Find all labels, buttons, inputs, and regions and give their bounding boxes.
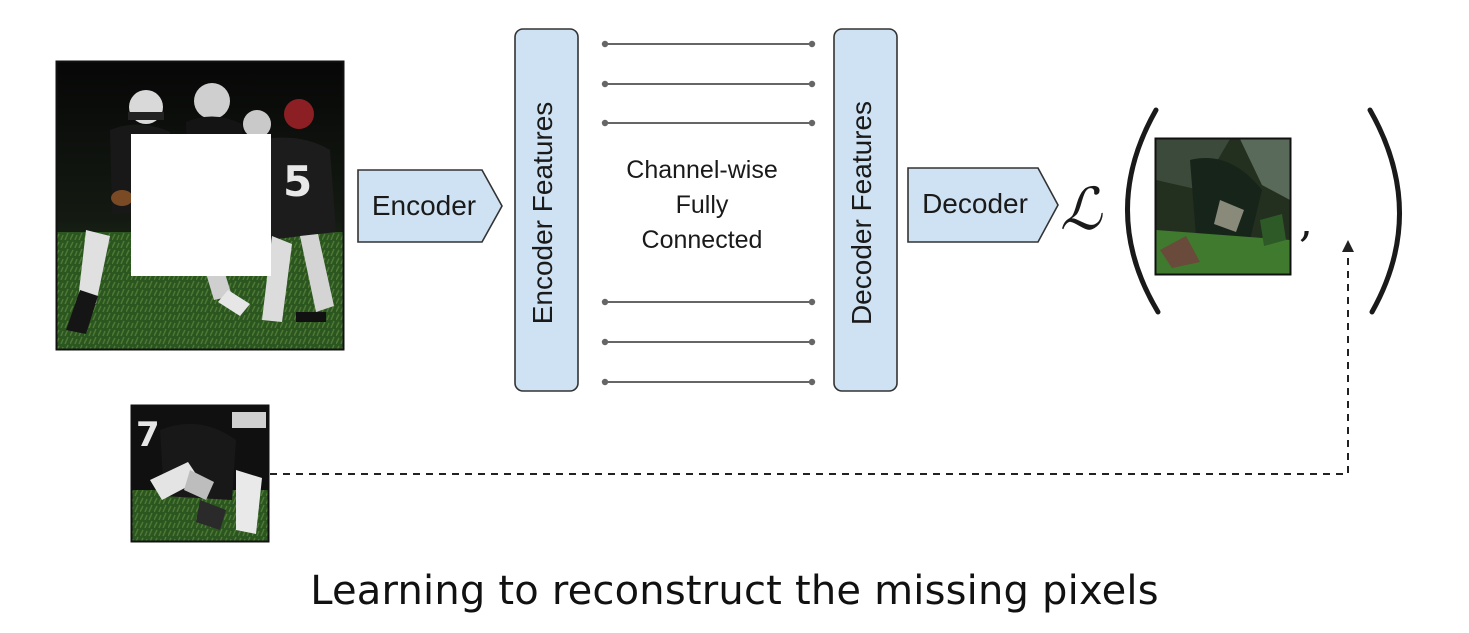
caption: Learning to reconstruct the missing pixe… — [310, 568, 1159, 614]
loss-expression: ℒ , — [1060, 107, 1402, 315]
encoder-label: Encoder — [372, 190, 476, 221]
decoder-label: Decoder — [922, 188, 1028, 219]
svg-text:5: 5 — [283, 157, 312, 206]
decoder-block: Decoder — [907, 167, 1059, 243]
encoder-features-block: Encoder Features — [514, 28, 579, 392]
reconstructed-patch — [1154, 137, 1292, 276]
close-paren — [1367, 107, 1402, 315]
ground-truth-patch: 7 — [130, 404, 270, 543]
encoder-features-label: Encoder Features — [527, 102, 558, 325]
fully-label: Fully — [676, 191, 729, 219]
loss-separator: , — [1299, 196, 1313, 247]
connected-label: Connected — [642, 226, 763, 254]
channel-wise-label: Channel-wise — [626, 156, 777, 184]
ground-truth-arrow — [270, 240, 1354, 475]
channel-wise-connections: Channel-wise Fully Connected — [601, 40, 816, 386]
input-image: 5 — [55, 60, 345, 351]
open-paren — [1125, 107, 1161, 315]
svg-text:7: 7 — [136, 415, 160, 455]
decoder-features-label: Decoder Features — [846, 101, 877, 325]
decoder-features-block: Decoder Features — [833, 28, 898, 392]
masked-region — [131, 134, 271, 276]
loss-symbol: ℒ — [1060, 175, 1103, 243]
encoder-block: Encoder — [357, 169, 503, 243]
